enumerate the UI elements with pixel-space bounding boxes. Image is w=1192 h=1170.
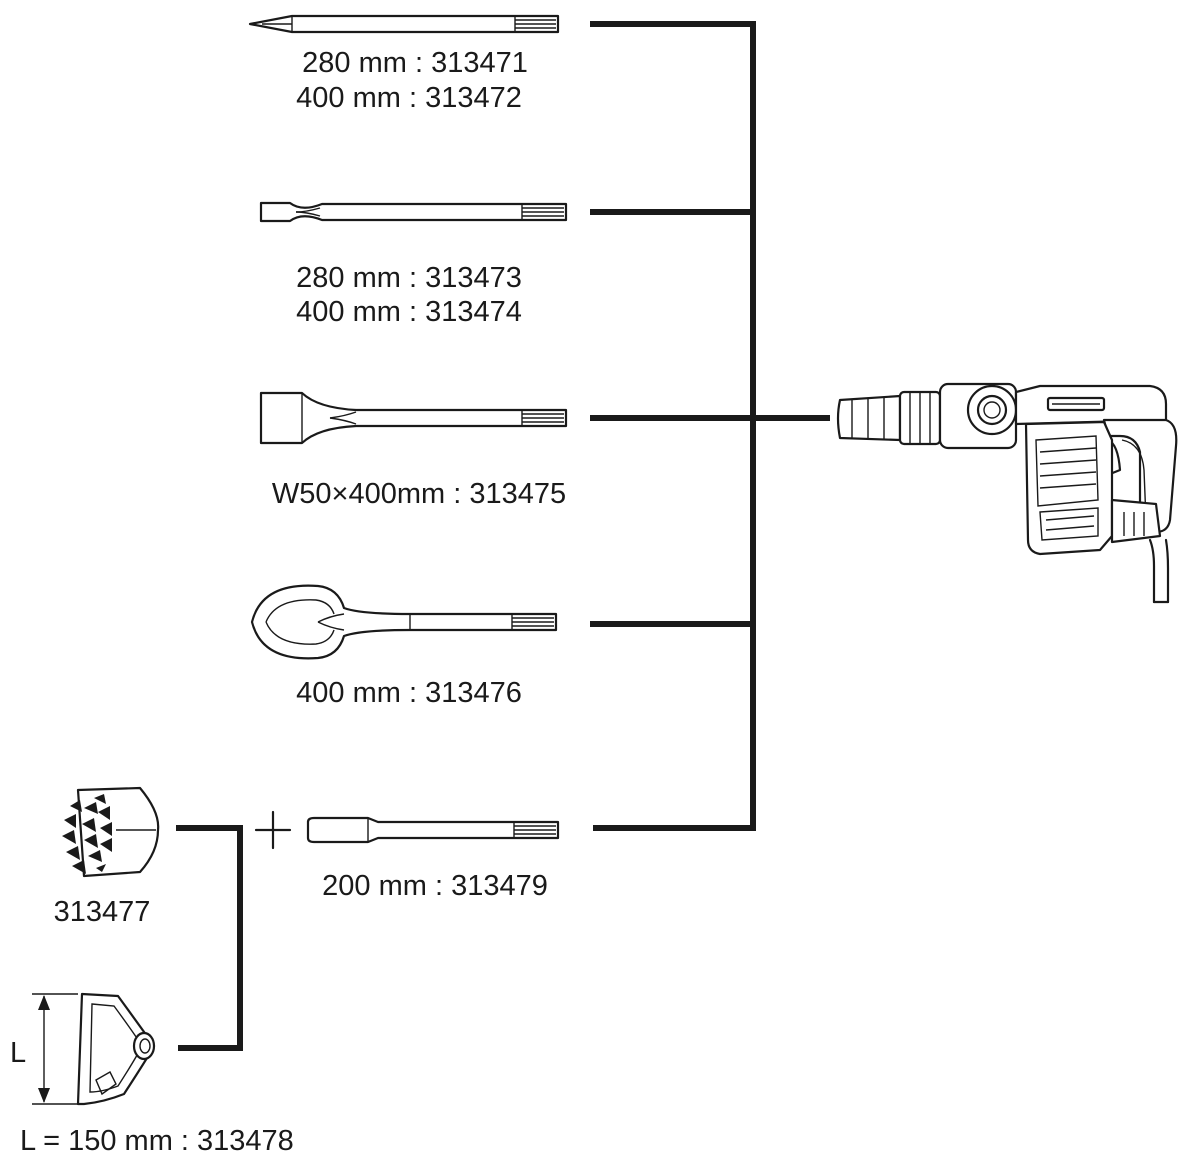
plus-sign-icon	[254, 810, 292, 850]
bushing-tool-icon	[62, 786, 160, 878]
shank-icon	[306, 816, 560, 844]
cold-chisel-icon	[259, 201, 568, 223]
clay-spade-label: 400 mm : 313476	[296, 677, 522, 709]
bull-point-icon	[248, 14, 560, 34]
cold-chisel-label-400: 400 mm : 313474	[296, 296, 522, 328]
cold-chisel-label-280: 280 mm : 313473	[296, 262, 522, 294]
connector-lines	[176, 21, 830, 1051]
bull-point-label-280: 280 mm : 313471	[302, 47, 528, 79]
tamper-dimension-label: L	[10, 1037, 27, 1069]
scaling-chisel-label: W50×400mm : 313475	[271, 478, 567, 510]
secondary-bus-line	[176, 825, 243, 1051]
tamper-label: L = 150 mm : 313478	[20, 1125, 294, 1157]
tamper-icon	[32, 992, 156, 1106]
main-bus-line	[590, 21, 756, 831]
scaling-chisel-icon	[259, 391, 568, 445]
clay-spade-icon	[250, 584, 558, 660]
bull-point-label-400: 400 mm : 313472	[296, 82, 522, 114]
demolition-hammer-icon	[836, 382, 1178, 604]
bushing-tool-label: 313477	[53, 896, 151, 928]
shank-label: 200 mm : 313479	[322, 870, 548, 902]
